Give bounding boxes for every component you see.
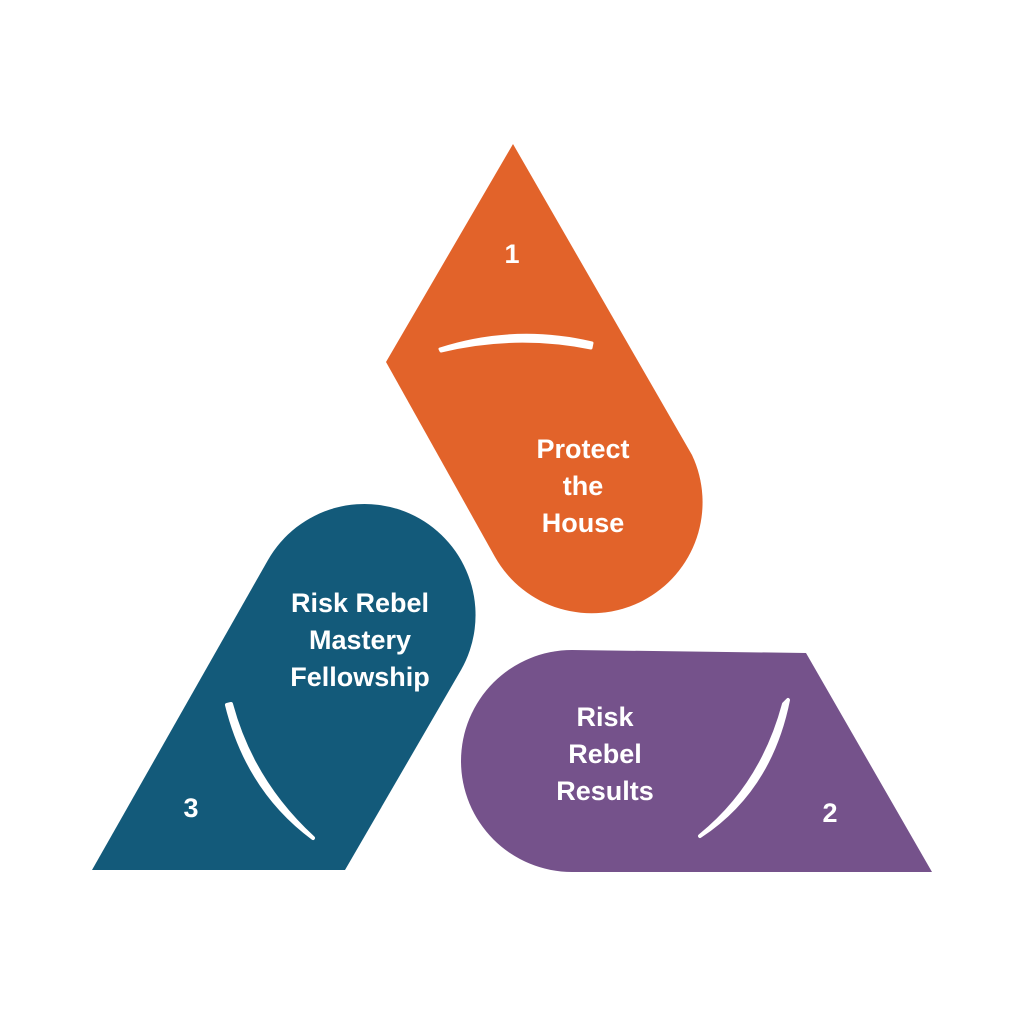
segment-3-number: 3 [183,793,199,823]
segment-1-title: Protect the House [536,434,630,538]
segment-3-title: Risk Rebel Mastery Fellowship [290,588,430,692]
segment-2-shape [461,650,932,872]
segment-1-number: 1 [504,239,520,269]
segment-3-shape [92,503,476,870]
segment-1-shape [386,144,703,614]
brush-stroke-icon [698,698,790,838]
segment-2-title: Risk Rebel Results [556,702,654,806]
segment-2-number: 2 [822,798,838,828]
brush-stroke-icon [225,702,315,840]
brush-stroke-icon [438,333,594,353]
